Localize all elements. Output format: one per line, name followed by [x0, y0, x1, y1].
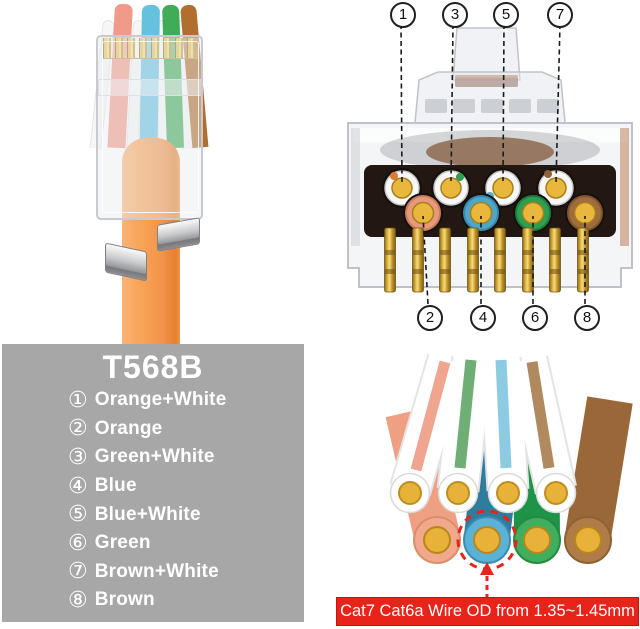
striped-wire-tips	[389, 472, 577, 514]
legend-item-label: Orange+White	[94, 389, 227, 411]
pin-callout-7: 7	[547, 2, 573, 28]
solid-wire-tips	[413, 516, 612, 564]
cable-seen-through	[426, 137, 554, 167]
arrow-up-icon	[480, 562, 494, 575]
wiring-legend: T568B ① Orange+White ② Orange ③ Green+Wh…	[2, 344, 304, 622]
legend-item-number: ⑥	[68, 530, 88, 556]
legend-item-number: ①	[68, 387, 88, 413]
legend-item: ⑦ Brown+White	[68, 558, 304, 587]
legend-item-number: ③	[68, 444, 88, 470]
legend-item: ② Orange	[68, 415, 304, 444]
legend-list: ① Orange+White ② Orange ③ Green+White ④ …	[2, 386, 304, 615]
legend-item-label: Brown+White	[94, 560, 219, 582]
legend-item-label: Brown	[94, 589, 155, 611]
pin-callout-1: 1	[390, 2, 416, 28]
legend-item-label: Blue+White	[94, 503, 201, 525]
connector-shoulder-slots	[425, 99, 559, 113]
connector-inner-wall	[102, 41, 199, 213]
pin-notches	[384, 250, 589, 274]
pin-callout-4: 4	[470, 305, 496, 331]
legend-item-number: ④	[68, 473, 88, 499]
legend-item: ③ Green+White	[68, 443, 304, 472]
legend-item: ① Orange+White	[68, 386, 304, 415]
rj45-front-view-illustration	[347, 23, 633, 305]
connector-shoulder	[414, 71, 566, 124]
legend-item: ④ Blue	[68, 472, 304, 501]
pin-callout-2: 2	[417, 305, 443, 331]
connector-clear-body	[96, 35, 203, 220]
legend-item-label: Green	[94, 532, 151, 554]
pin-callout-6: 6	[522, 305, 548, 331]
striped-wire-tubes	[389, 353, 577, 497]
legend-item: ⑧ Brown	[68, 586, 304, 615]
legend-item-number: ⑧	[68, 587, 88, 613]
legend-item: ⑤ Blue+White	[68, 500, 304, 529]
legend-item-number: ⑤	[68, 502, 88, 528]
copper-wall	[620, 128, 629, 246]
wire-od-note: Cat7 Cat6a Wire OD from 1.35~1.45mm	[336, 597, 639, 626]
legend-item-number: ⑦	[68, 559, 88, 585]
legend-item-label: Blue	[94, 475, 137, 497]
pin-callout-3: 3	[442, 2, 468, 28]
legend-item: ⑥ Green	[68, 529, 304, 558]
legend-item-label: Orange	[94, 417, 163, 439]
wiring-standard-title: T568B	[102, 349, 204, 385]
legend-item-label: Green+White	[94, 446, 215, 468]
pin-callout-8: 8	[574, 305, 600, 331]
front-gold-pins	[384, 227, 589, 293]
pin-callout-5: 5	[493, 2, 519, 28]
front-wires-even	[403, 193, 605, 233]
connector-gold-pins	[103, 38, 199, 59]
legend-item-number: ②	[68, 416, 88, 442]
callout-lines	[400, 23, 586, 305]
wire-bundle-illustration	[385, 353, 633, 597]
